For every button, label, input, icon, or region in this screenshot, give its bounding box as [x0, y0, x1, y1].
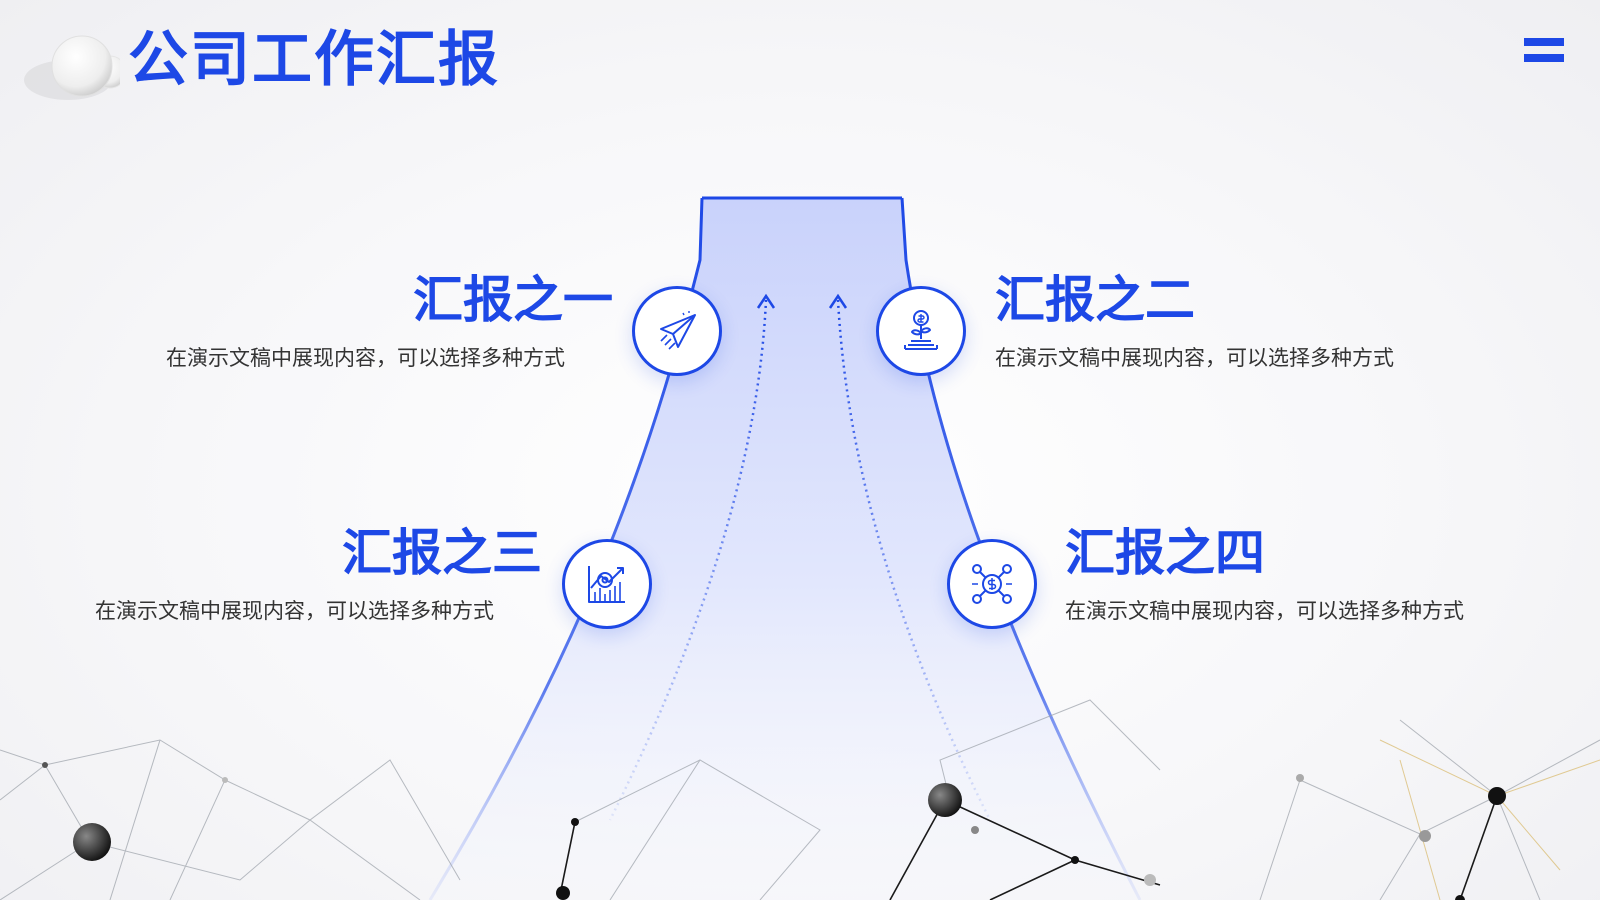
page-title: 公司工作汇报 — [128, 25, 500, 95]
money-plant-icon — [904, 310, 938, 350]
arrow-head-right — [828, 293, 848, 309]
item-1-desc: 在演示文稿中展现内容，可以选择多种方式 — [166, 346, 565, 370]
item-4-title: 汇报之四 — [1065, 524, 1265, 582]
item-3-badge[interactable] — [562, 539, 652, 629]
item-3-desc: 在演示文稿中展现内容，可以选择多种方式 — [95, 599, 494, 623]
arrow-head-left — [756, 293, 776, 309]
network-nodes — [42, 762, 1506, 900]
item-2-title: 汇报之二 — [995, 271, 1195, 329]
item-4-desc: 在演示文稿中展现内容，可以选择多种方式 — [1065, 599, 1464, 623]
paper-plane-icon — [660, 311, 696, 350]
dollar-network-icon — [972, 564, 1012, 604]
arrow-path-right — [836, 299, 992, 821]
item-2-badge[interactable] — [876, 286, 966, 376]
logo-decoration — [20, 28, 127, 108]
network-lines-gold — [1379, 739, 1600, 900]
item-4-badge[interactable] — [947, 539, 1037, 629]
item-1-badge[interactable] — [632, 286, 722, 376]
menu-icon[interactable] — [1524, 38, 1564, 68]
road-shape — [430, 198, 1140, 900]
item-1-title: 汇报之一 — [413, 271, 613, 329]
item-2-desc: 在演示文稿中展现内容，可以选择多种方式 — [995, 346, 1394, 370]
item-3-title: 汇报之三 — [342, 524, 542, 582]
growth-chart-target-icon — [588, 566, 625, 603]
